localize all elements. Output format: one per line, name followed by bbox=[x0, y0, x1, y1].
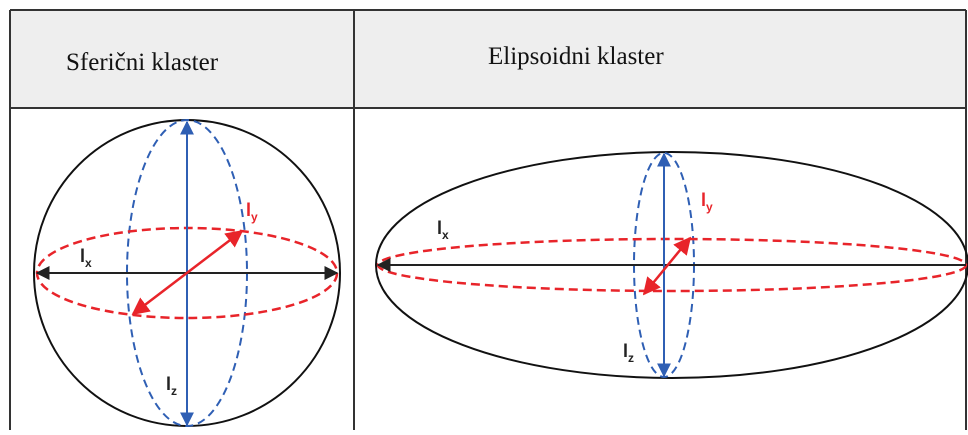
ellipsoid-outline bbox=[375, 151, 968, 379]
header-spherical: Sferični klaster bbox=[66, 49, 219, 76]
sphere-label-lz: lz bbox=[166, 374, 177, 398]
table-grid bbox=[9, 9, 967, 430]
ellipsoid-label-ly: ly bbox=[701, 190, 713, 214]
sphere-y-axis bbox=[131, 229, 244, 316]
header-ellipsoidal: Elipsoidni klaster bbox=[488, 43, 664, 70]
sphere-label-lx: lx bbox=[80, 246, 92, 270]
sphere-label-ly: ly bbox=[246, 200, 258, 224]
ellipsoid-label-lx: lx bbox=[437, 218, 449, 242]
header-row-bg bbox=[10, 10, 965, 108]
ellipsoid-label-lz: lz bbox=[623, 341, 634, 365]
spherical-cluster: lx ly lz bbox=[33, 119, 341, 427]
ellipsoidal-cluster: lx ly lz bbox=[375, 151, 968, 379]
ellipsoid-y-axis bbox=[642, 236, 692, 296]
